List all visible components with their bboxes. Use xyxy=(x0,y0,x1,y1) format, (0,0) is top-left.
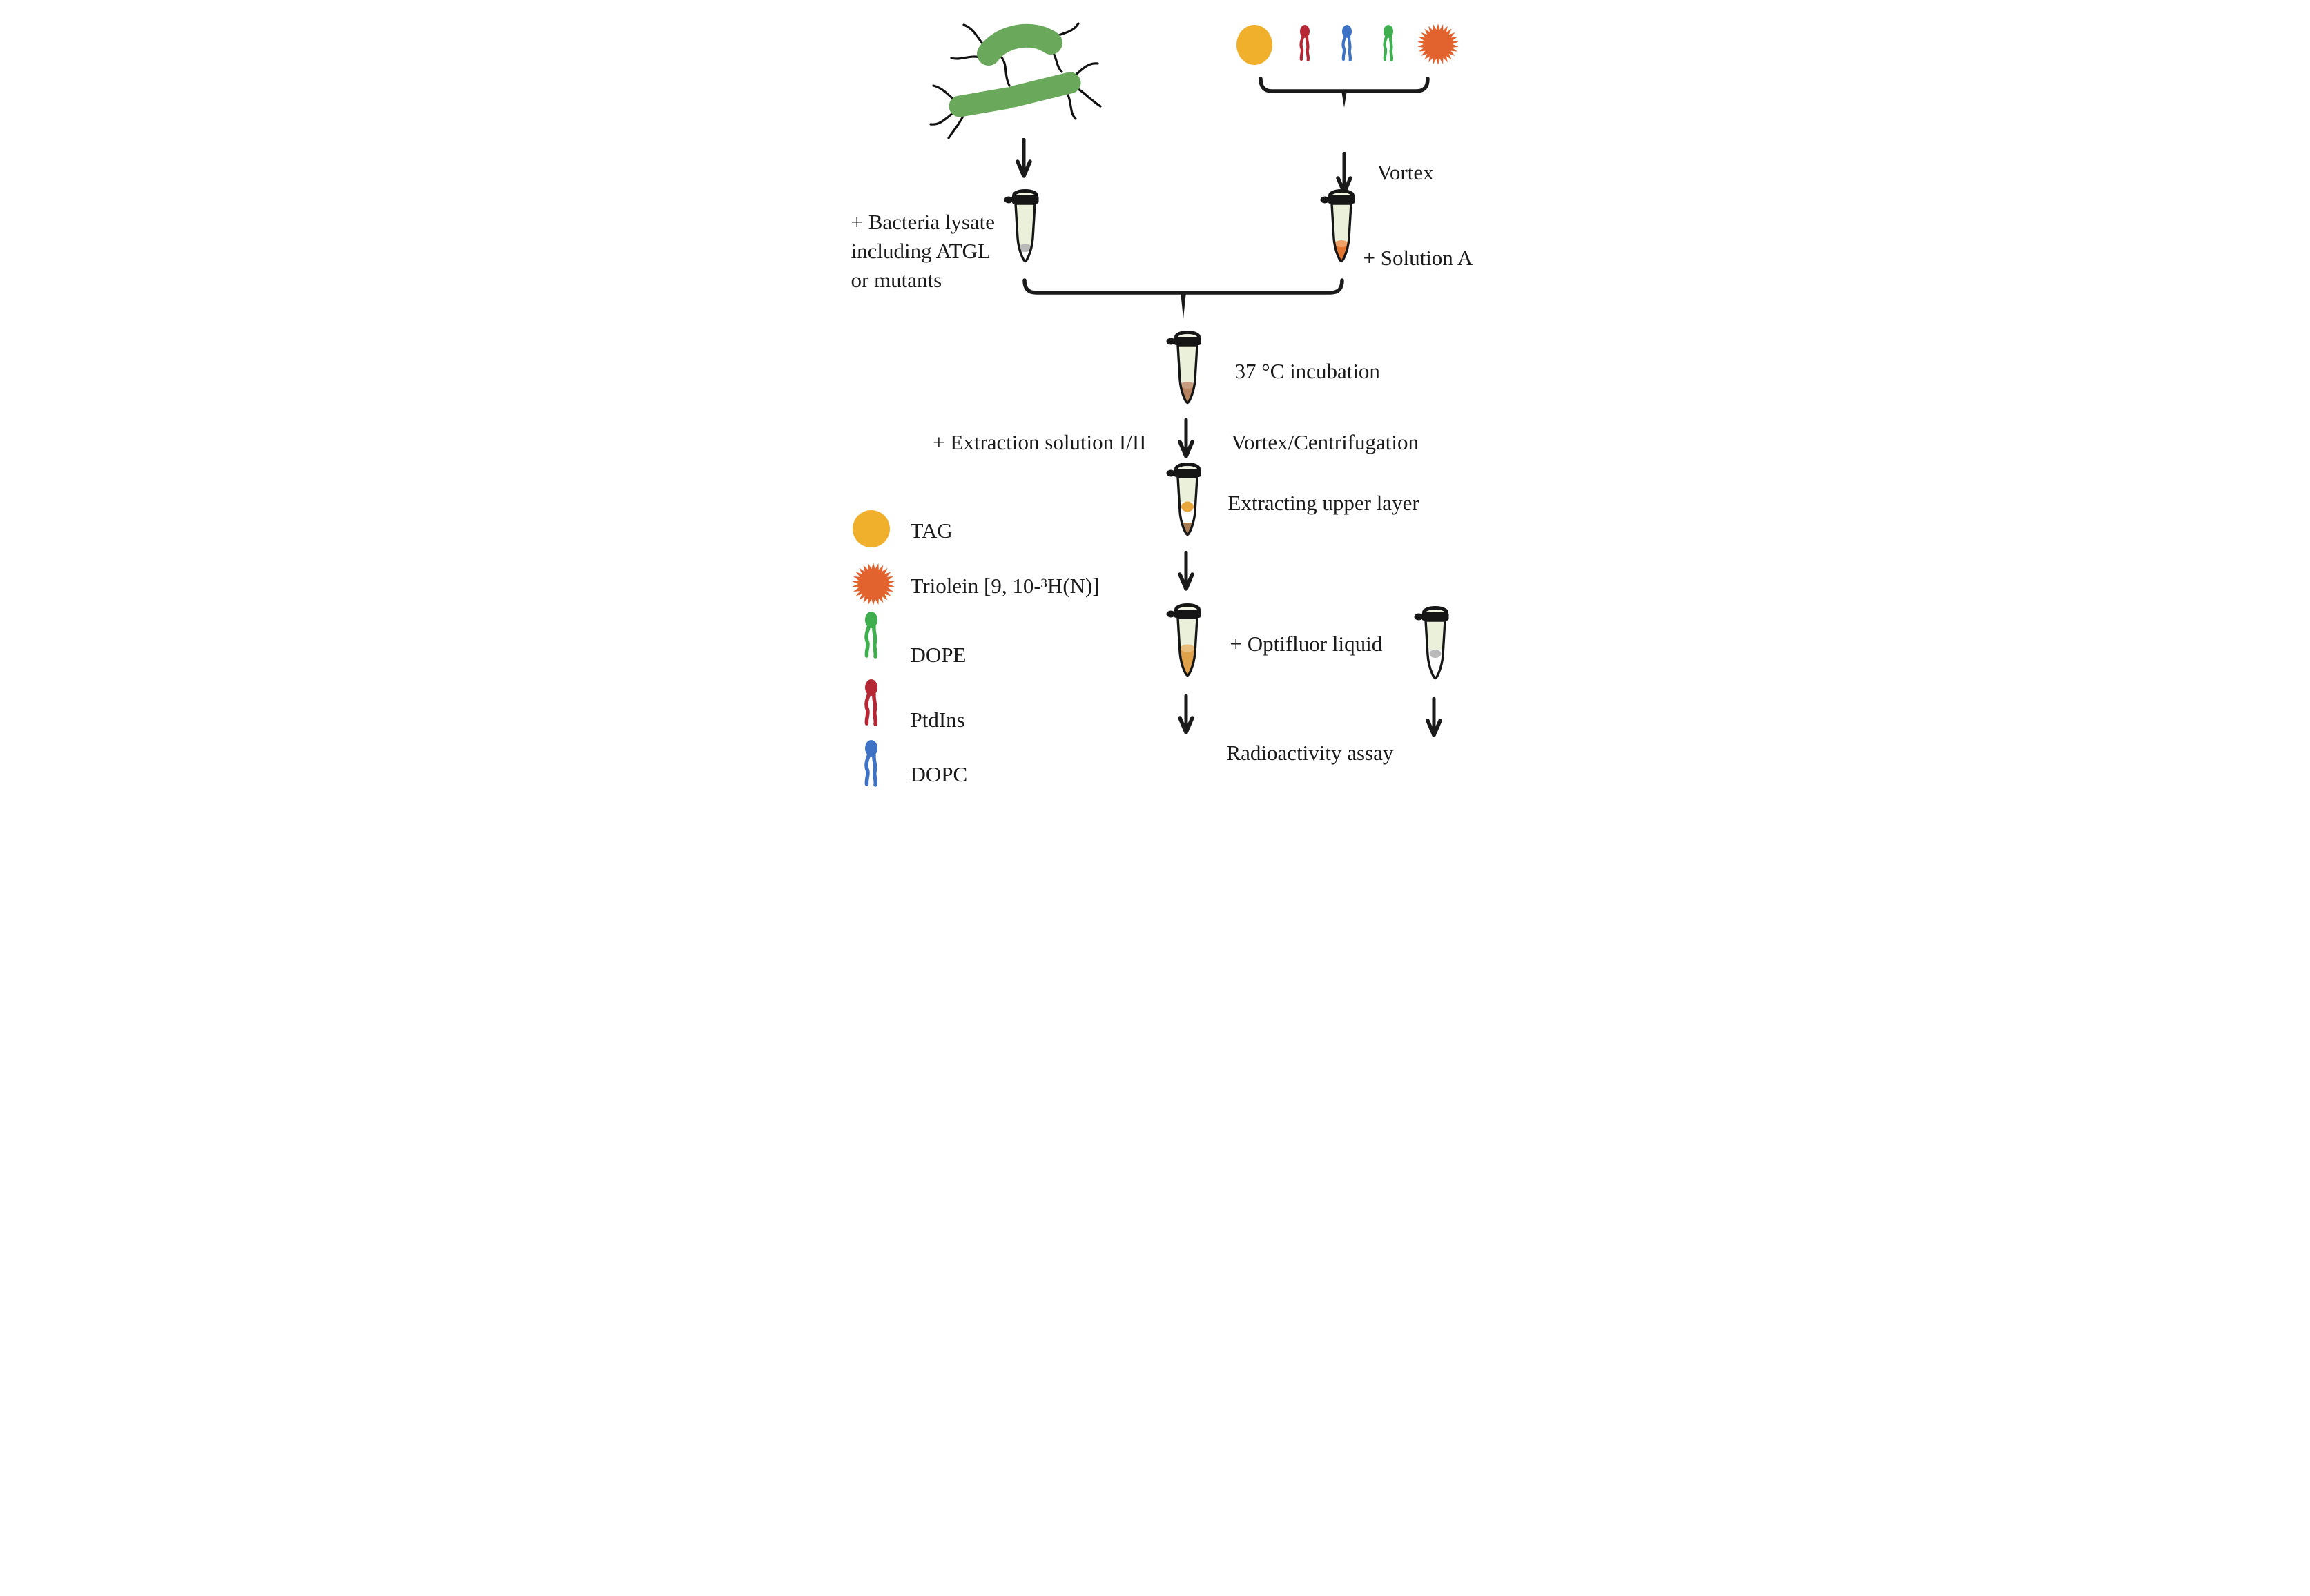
tube-control xyxy=(1414,606,1448,680)
tube-incubation xyxy=(1166,331,1201,405)
legend-label-ptdins: PtdIns xyxy=(910,708,965,732)
tube-solution-a xyxy=(1320,189,1355,263)
tube-extracting xyxy=(1166,463,1201,536)
legend-label-triolein: Triolein [9, 10-³H(N)] xyxy=(910,574,1100,598)
tube-optifluor xyxy=(1166,603,1201,677)
tag-circle-icon xyxy=(852,510,890,547)
vortex-centrifugation-label: Vortex/Centrifugation xyxy=(1231,430,1419,454)
extraction-solution-label: + Extraction solution I/II xyxy=(933,430,1147,454)
solution-a-label: + Solution A xyxy=(1363,246,1473,270)
extract-upper-label: Extracting upper layer xyxy=(1227,491,1419,515)
incubation-label: 37 °C incubation xyxy=(1234,359,1380,383)
arrow-down-icon xyxy=(1015,138,1032,178)
vortex-label: Vortex xyxy=(1377,160,1434,184)
protocol-diagram: Vortex + Bacteria lysate including ATGL … xyxy=(577,0,1733,798)
arrow-down-icon xyxy=(1425,697,1442,737)
legend-label-dopc: DOPC xyxy=(910,762,968,786)
dope-lipid-icon xyxy=(857,609,885,661)
tag-circle-icon xyxy=(1236,25,1272,65)
dopc-lipid-icon xyxy=(857,737,885,790)
legend-label-tag: TAG xyxy=(910,518,953,543)
brace-merge xyxy=(1022,278,1344,319)
triolein-starburst-icon xyxy=(1417,23,1459,65)
dope-lipid-icon xyxy=(1377,23,1399,64)
dopc-lipid-icon xyxy=(1336,23,1358,64)
optifluor-label: + Optifluor liquid xyxy=(1230,632,1383,656)
bacteria-illustration xyxy=(929,22,1102,139)
ptdins-lipid-icon xyxy=(857,677,885,729)
triolein-starburst-icon xyxy=(851,563,895,605)
bacteria-lysate-label: + Bacteria lysate including ATGL or muta… xyxy=(851,210,996,292)
brace-symbols xyxy=(1258,77,1430,108)
radioactivity-label: Radioactivity assay xyxy=(1226,741,1394,765)
legend-label-dope: DOPE xyxy=(910,643,967,667)
ptdins-lipid-icon xyxy=(1294,23,1316,64)
arrow-down-icon xyxy=(1177,551,1194,591)
arrow-down-icon xyxy=(1177,694,1194,734)
arrow-down-icon xyxy=(1177,418,1194,458)
tube-bacteria-lysate xyxy=(1004,189,1038,263)
